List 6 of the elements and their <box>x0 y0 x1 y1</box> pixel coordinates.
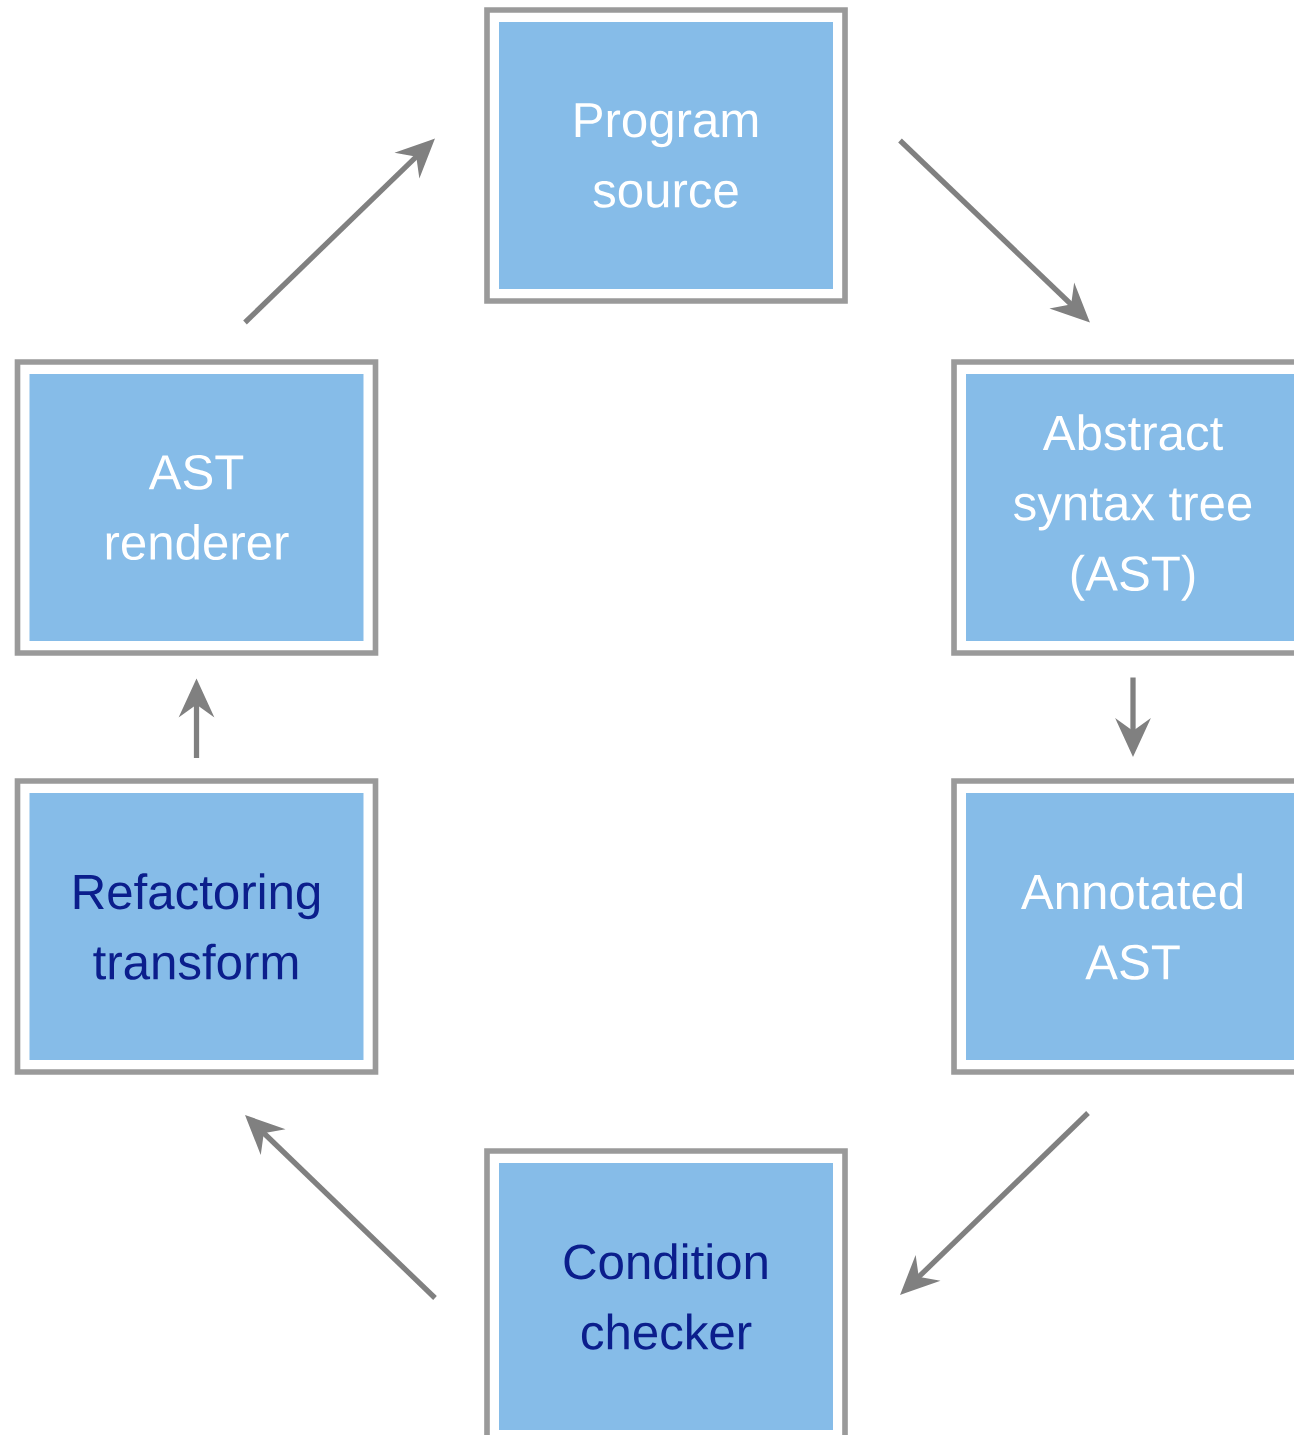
process-box: Annotated AST <box>951 778 1294 1075</box>
process-box: Condition checker <box>484 1148 848 1435</box>
process-box: AST renderer <box>14 359 379 656</box>
process-box: Refactoring transform <box>14 778 379 1075</box>
process-box: Abstract syntax tree (AST) <box>951 359 1294 656</box>
process-box: Program source <box>484 7 848 304</box>
